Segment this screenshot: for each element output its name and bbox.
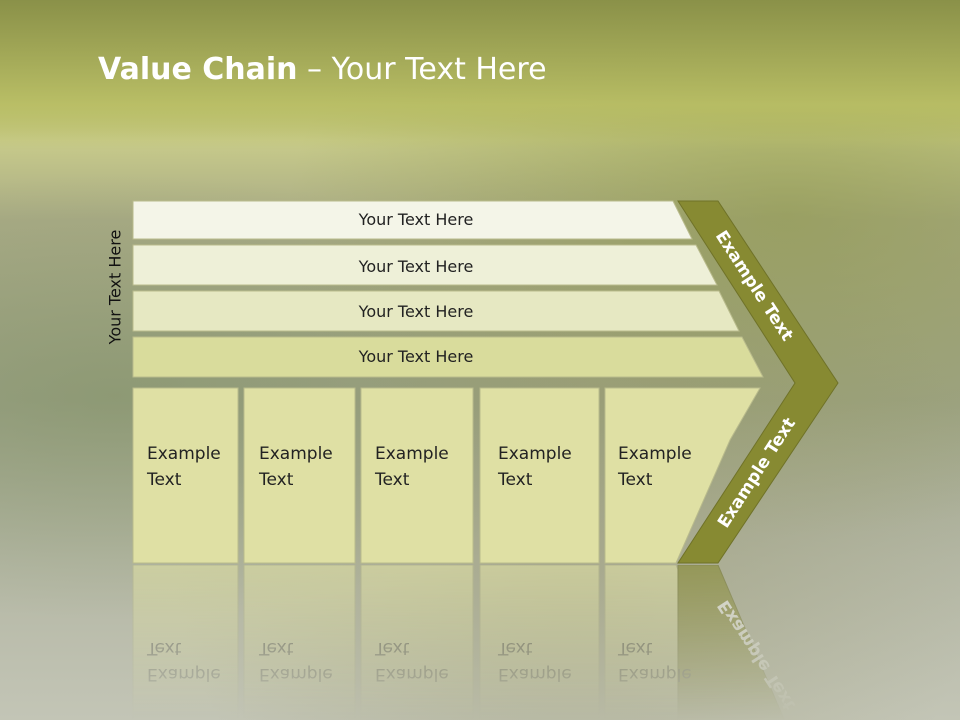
activity-box-1 (132, 387, 239, 564)
chain-bar-3 (132, 290, 740, 332)
activity-box-5-line2: Text (617, 470, 653, 490)
activity-box-4 (479, 387, 600, 564)
reflection-box-4-line1: Example (498, 664, 572, 684)
chain-bar-4 (132, 336, 764, 378)
chain-bar-4-text: Your Text Here (358, 347, 474, 366)
reflection: Example Text Example Text Example Text E… (132, 564, 800, 720)
reflection-box-2-line2: Text (258, 638, 294, 658)
activity-box-2 (243, 387, 356, 564)
activity-box-5 (604, 387, 761, 564)
reflection-box-4-line2: Text (497, 638, 533, 658)
bar-group: Your Text Here Your Text Here Your Text … (132, 200, 764, 378)
reflection-box-3-line2: Text (374, 638, 410, 658)
box-group: Example Text Example Text Example Text E… (132, 387, 761, 564)
chain-bar-1 (132, 200, 693, 240)
activity-box-1-line1: Example (147, 444, 221, 464)
reflection-box-1-line1: Example (147, 664, 221, 684)
activity-box-3 (360, 387, 474, 564)
chain-bar-2 (132, 244, 718, 286)
activity-box-4-line1: Example (498, 444, 572, 464)
reflection-box-3-line1: Example (375, 664, 449, 684)
chain-bar-2-text: Your Text Here (358, 257, 474, 276)
title-bold: Value Chain (98, 52, 298, 87)
reflection-box-5-line2: Text (617, 638, 653, 658)
title-rest: – Your Text Here (297, 52, 547, 87)
chain-bar-1-text: Your Text Here (358, 210, 474, 229)
chain-bar-3-text: Your Text Here (358, 302, 474, 321)
activity-box-1-line2: Text (146, 470, 182, 490)
reflection-box-2-line1: Example (259, 664, 333, 684)
activity-box-2-line1: Example (259, 444, 333, 464)
activity-box-2-line2: Text (258, 470, 294, 490)
slide-title: Value Chain – Your Text Here (98, 52, 547, 87)
value-chain-arrow (677, 200, 839, 564)
activity-box-4-line2: Text (497, 470, 533, 490)
header-band (0, 0, 960, 150)
reflection-box-1-line2: Text (146, 638, 182, 658)
activity-box-3-line1: Example (375, 444, 449, 464)
reflection-box-5-line1: Example (618, 664, 692, 684)
activity-box-5-line1: Example (618, 444, 692, 464)
activity-box-3-line2: Text (374, 470, 410, 490)
